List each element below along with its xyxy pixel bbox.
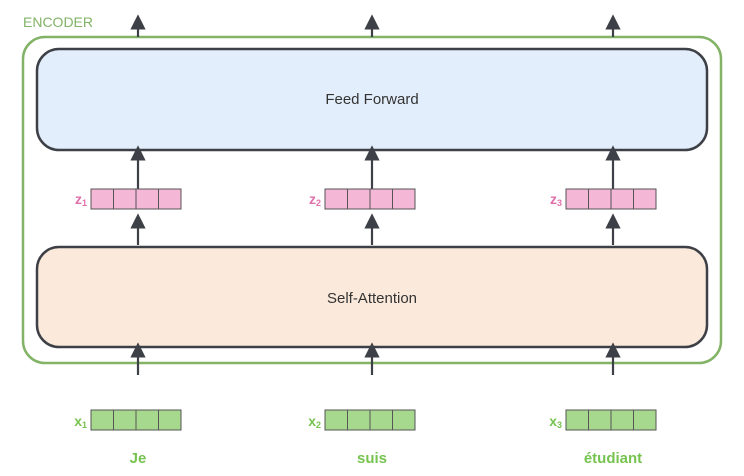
z-label: z1 — [75, 191, 87, 208]
z-vector — [565, 188, 657, 210]
z-vector-cell — [158, 188, 182, 210]
z-vector-cell — [565, 188, 589, 210]
x-label: x1 — [74, 413, 87, 430]
x-vector-cell — [158, 409, 182, 431]
x-vector — [90, 409, 182, 431]
input-word: étudiant — [584, 450, 642, 467]
feed-forward-label: Feed Forward — [325, 91, 418, 108]
x-vector-cell — [633, 409, 657, 431]
x-vector-cell — [565, 409, 589, 431]
x-label: x3 — [549, 413, 562, 430]
z-vector-cell — [610, 188, 634, 210]
x-vector-cell — [324, 409, 348, 431]
x-vector-cell — [369, 409, 393, 431]
x-vector-cell — [588, 409, 612, 431]
z-label: z2 — [309, 191, 321, 208]
z-vector — [90, 188, 182, 210]
x-vector — [324, 409, 416, 431]
x-vector-cell — [610, 409, 634, 431]
x-vector — [565, 409, 657, 431]
z-vector-cell — [347, 188, 371, 210]
self-attention-label: Self-Attention — [327, 290, 417, 307]
z-vector-cell — [369, 188, 393, 210]
input-word: suis — [357, 450, 387, 467]
x-vector-cell — [392, 409, 416, 431]
z-vector-cell — [392, 188, 416, 210]
z-vector-cell — [633, 188, 657, 210]
x-label: x2 — [308, 413, 321, 430]
z-vector-cell — [135, 188, 159, 210]
z-vector-cell — [113, 188, 137, 210]
x-vector-cell — [347, 409, 371, 431]
x-vector-cell — [135, 409, 159, 431]
z-vector-cell — [588, 188, 612, 210]
input-word: Je — [130, 450, 147, 467]
encoder-label: ENCODER — [23, 14, 93, 30]
x-vector-cell — [90, 409, 114, 431]
z-vector-cell — [324, 188, 348, 210]
z-label: z3 — [550, 191, 562, 208]
z-vector-cell — [90, 188, 114, 210]
z-vector — [324, 188, 416, 210]
x-vector-cell — [113, 409, 137, 431]
